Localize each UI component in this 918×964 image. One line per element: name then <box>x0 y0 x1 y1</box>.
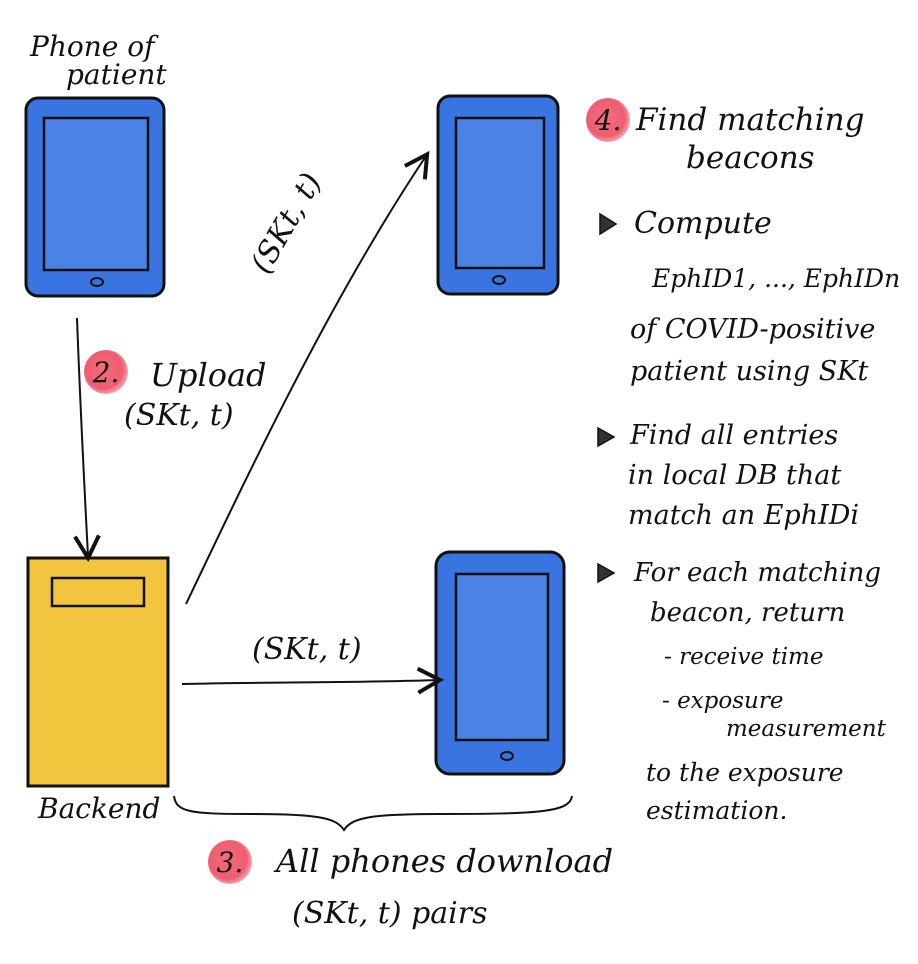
upload-payload: (SKt, t) <box>124 398 234 433</box>
bottom-phone-arrow <box>181 680 438 684</box>
top-phone-arrow <box>185 156 426 605</box>
step-3-badge: 3. <box>208 840 252 884</box>
backend-label: Backend <box>38 792 161 825</box>
bullet-3-line1: For each matching <box>634 558 882 588</box>
patient-phone-label-line2: patient <box>66 58 167 91</box>
bottom-edge-label: (SKt, t) <box>252 632 362 667</box>
step-3-number: 3. <box>216 846 244 879</box>
bullet-1-line1: Compute <box>634 206 772 241</box>
match-title-line1: Find matching <box>636 102 865 138</box>
patient-phone-label-line1: Phone of <box>30 30 155 63</box>
step-4-number: 4. <box>594 104 622 137</box>
bullet-icon <box>597 426 616 448</box>
patient-phone <box>24 96 166 298</box>
receiver-phone-bottom <box>434 550 566 776</box>
bullet-icon <box>599 212 618 236</box>
bullet-1-line2: EphID1, ..., EphIDn <box>652 264 901 293</box>
bullet-1-line4: patient using SKt <box>630 356 869 387</box>
bullet-1-line3: of COVID-positive <box>630 314 876 345</box>
step-2-badge: 2. <box>84 350 128 394</box>
bullet-icon <box>597 562 616 584</box>
return-item-1: - receive time <box>664 644 824 670</box>
match-title-line2: beacons <box>686 140 815 176</box>
backend-server <box>26 556 170 788</box>
step-4-badge: 4. <box>586 98 630 142</box>
return-item-2-line1: - exposure <box>662 688 784 714</box>
receiver-phone-top <box>436 94 560 296</box>
bullet-2-line1: Find all entries <box>630 420 839 451</box>
step-2-number: 2. <box>92 356 120 389</box>
download-line2: (SKt, t) pairs <box>292 896 488 931</box>
closing-line2: estimation. <box>646 796 788 825</box>
upload-arrow <box>77 317 88 556</box>
return-item-2-line2: measurement <box>726 716 886 742</box>
download-line1: All phones download <box>276 842 614 880</box>
closing-line1: to the exposure <box>646 758 844 787</box>
download-brace <box>173 795 573 832</box>
bullet-2-line3: match an EphIDi <box>628 500 860 531</box>
upload-title: Upload <box>150 356 267 394</box>
bullet-2-line2: in local DB that <box>628 460 842 491</box>
bullet-3-line2: beacon, return <box>650 598 846 628</box>
